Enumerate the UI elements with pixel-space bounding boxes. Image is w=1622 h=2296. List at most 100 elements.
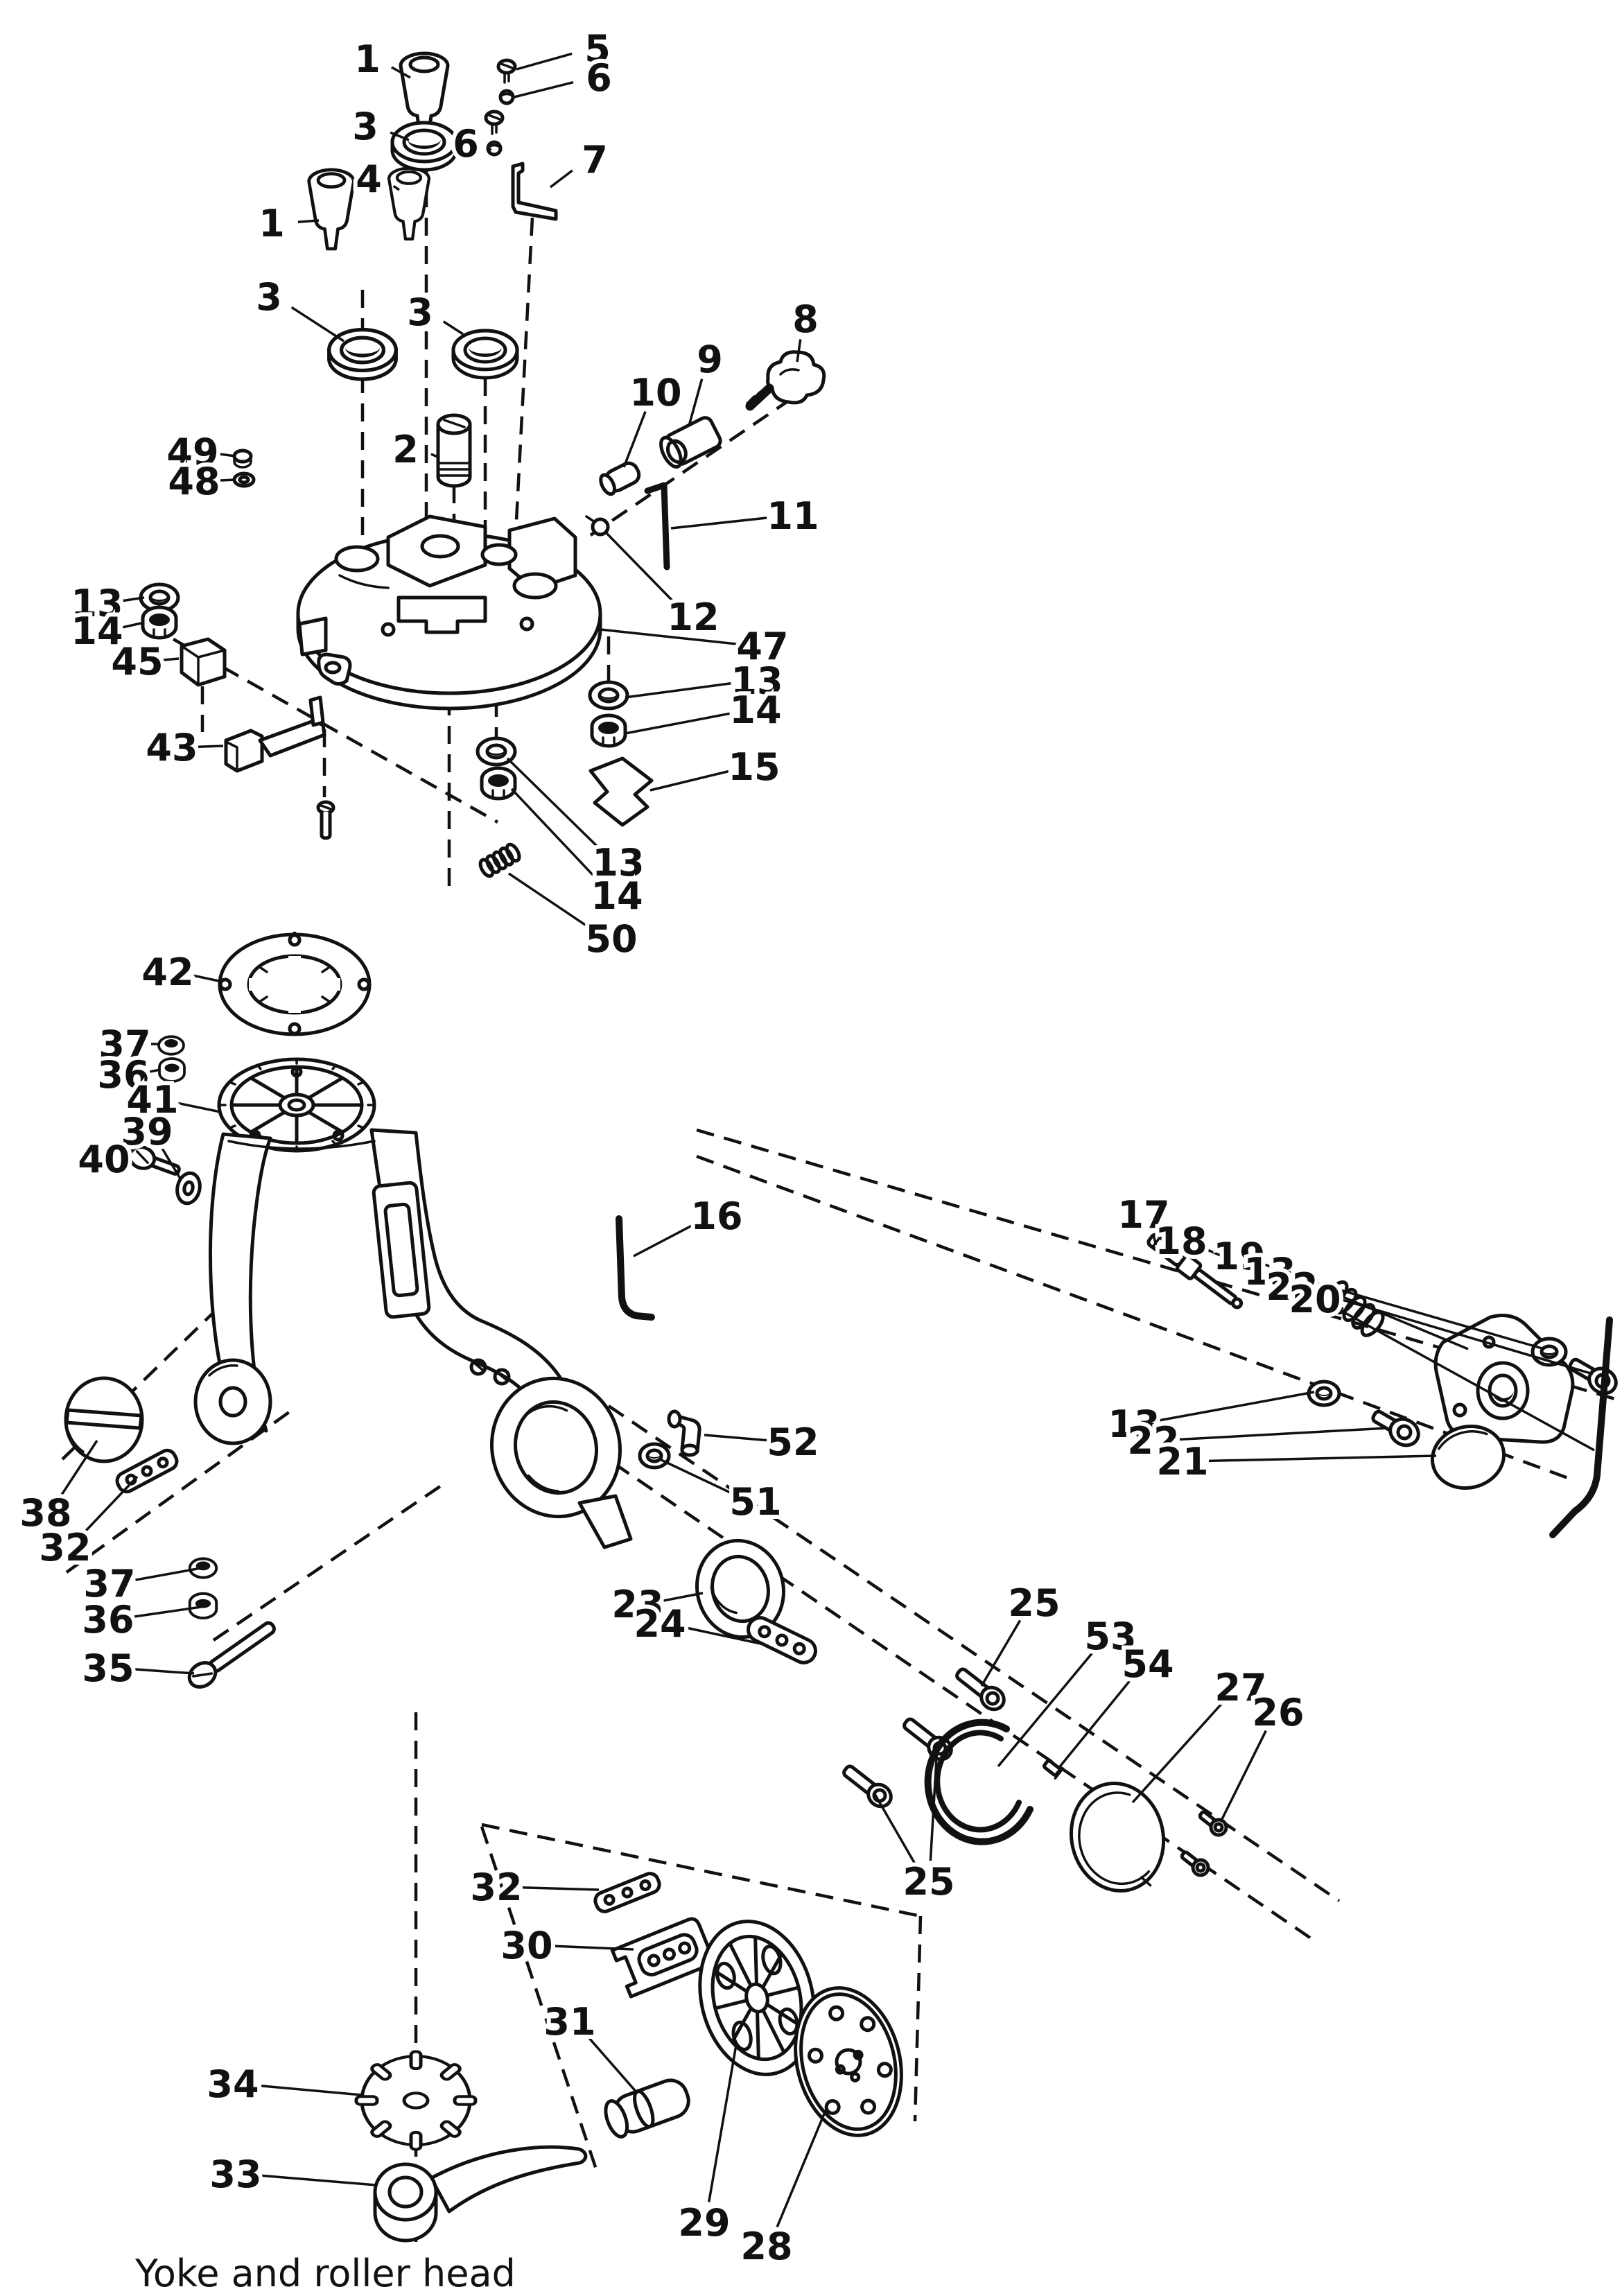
callout-label-28-66: 28 xyxy=(740,2225,792,2268)
callout-leader-17-36 xyxy=(1152,1233,1158,1247)
callout-label-31-62: 31 xyxy=(543,2000,595,2044)
part-hex-pin-11 xyxy=(644,482,670,571)
callout-label-48-15: 48 xyxy=(168,460,220,503)
callout-label-13-21: 13 xyxy=(731,659,783,703)
callout-label-41-32: 41 xyxy=(126,1078,178,1122)
callout-leader-38-42 xyxy=(60,1440,98,1497)
part-c-ring-53 xyxy=(924,1719,1034,1845)
callout-leader-12-17 xyxy=(604,531,675,604)
callout-label-37-46: 37 xyxy=(83,1562,135,1606)
part-screw-26b xyxy=(1180,1850,1210,1877)
callout-leader-49-14 xyxy=(218,453,236,458)
part-screw-22b xyxy=(1371,1409,1420,1447)
part-ball-12 xyxy=(585,515,610,537)
part-roller-31 xyxy=(604,2078,690,2139)
part-nut-14-mid xyxy=(480,766,517,801)
callout-label-36-31: 36 xyxy=(97,1053,149,1097)
part-bearing-3a xyxy=(390,121,458,172)
part-elbow-52 xyxy=(667,1409,701,1457)
callout-leader-34-63 xyxy=(259,2084,363,2096)
callout-leader-1-0 xyxy=(390,66,411,79)
callout-leader-14-22 xyxy=(625,712,730,735)
callout-leader-15-23 xyxy=(649,769,729,792)
callout-leader-35-48 xyxy=(134,1668,195,1675)
callout-leader-lines xyxy=(60,52,1595,2228)
part-bearing-3c xyxy=(451,329,519,380)
callout-label-29-65: 29 xyxy=(678,2201,730,2245)
callout-label-4-7: 4 xyxy=(356,157,382,201)
part-nut-14-left xyxy=(141,605,178,640)
callout-label-1-0: 1 xyxy=(354,37,381,81)
callout-leader-37-46 xyxy=(135,1567,202,1581)
part-screw-5a xyxy=(496,58,517,84)
callout-label-5-1: 5 xyxy=(584,27,611,71)
callout-label-18-37: 18 xyxy=(1155,1219,1207,1263)
callout-label-52-44: 52 xyxy=(767,1420,819,1464)
part-knob-1b xyxy=(307,168,356,251)
callout-leader-13-19 xyxy=(123,596,145,602)
part-washer-39 xyxy=(175,1171,202,1206)
callout-leader-36-47 xyxy=(134,1606,202,1618)
callout-leader-28-66 xyxy=(776,2108,828,2228)
callout-label-3-9: 3 xyxy=(407,290,433,334)
part-link-24 xyxy=(747,1616,817,1664)
part-nut-36b xyxy=(188,1592,218,1619)
callout-leader-6-4 xyxy=(489,148,492,151)
part-knob-8 xyxy=(745,350,826,411)
part-hex-key-16 xyxy=(616,1215,655,1321)
callout-leader-1-6 xyxy=(297,219,320,223)
callout-leader-22-40 xyxy=(1316,1291,1594,1375)
callout-leader-2-13 xyxy=(430,453,440,459)
callout-label-3-3: 3 xyxy=(352,105,378,148)
callout-label-14-26: 14 xyxy=(591,874,643,918)
callout-label-24-53: 24 xyxy=(634,1602,686,1646)
callout-label-32-43: 32 xyxy=(39,1526,91,1569)
callout-leader-52-44 xyxy=(704,1434,767,1442)
callout-label-30-61: 30 xyxy=(500,1924,552,1967)
callout-label-16-35: 16 xyxy=(690,1194,742,1238)
callout-label-26-58: 26 xyxy=(1252,1691,1304,1734)
callout-leader-30-61 xyxy=(552,1945,634,1951)
callout-label-10-12: 10 xyxy=(629,371,681,415)
callout-label-12-17: 12 xyxy=(667,595,719,639)
callout-label-13-25: 13 xyxy=(592,841,644,885)
callout-label-38-42: 38 xyxy=(19,1491,71,1535)
callout-leader-41-32 xyxy=(178,1102,221,1113)
callout-label-13-19: 13 xyxy=(71,582,123,625)
callout-leader-42-29 xyxy=(193,974,223,983)
callout-label-11-16: 11 xyxy=(767,494,819,538)
callout-label-1-6: 1 xyxy=(259,202,285,245)
callout-leader-4-7 xyxy=(392,184,400,191)
part-lever-43 xyxy=(224,695,326,773)
callout-label-53-55: 53 xyxy=(1084,1615,1136,1658)
part-screw-22a xyxy=(1568,1357,1618,1395)
callout-leader-32-43 xyxy=(82,1475,139,1534)
callout-label-54-56: 54 xyxy=(1122,1642,1174,1686)
callout-label-36-47: 36 xyxy=(82,1598,134,1642)
callout-leader-9-11 xyxy=(688,379,704,426)
callout-label-50-28: 50 xyxy=(585,917,637,961)
callout-label-17-36: 17 xyxy=(1117,1193,1169,1237)
part-nut-13b xyxy=(1307,1380,1341,1407)
callout-leader-6-2 xyxy=(514,81,574,98)
callout-leader-47-18 xyxy=(600,628,737,645)
callout-leader-8-10 xyxy=(796,339,802,363)
part-hex-key-20 xyxy=(1549,1316,1613,1538)
assembly-axis-lines xyxy=(61,161,1616,2245)
part-bracket-15 xyxy=(588,756,654,827)
part-washer-6a xyxy=(498,89,515,105)
callout-leader-13-25 xyxy=(506,757,600,849)
callout-label-2-13: 2 xyxy=(392,428,419,471)
callout-label-14-22: 14 xyxy=(729,688,781,732)
part-screw-40 xyxy=(128,1145,181,1176)
part-knob-1a xyxy=(399,51,450,139)
callout-leader-21-51 xyxy=(1208,1454,1437,1463)
part-screw-26a xyxy=(1198,1810,1228,1837)
callout-leader-14-26 xyxy=(510,788,600,882)
callout-label-34-63: 34 xyxy=(207,2062,259,2106)
part-cap-21 xyxy=(1430,1424,1506,1490)
callout-leader-32-60 xyxy=(522,1886,600,1891)
part-stud-2 xyxy=(436,413,472,488)
callout-label-19-38: 19 xyxy=(1213,1235,1265,1278)
